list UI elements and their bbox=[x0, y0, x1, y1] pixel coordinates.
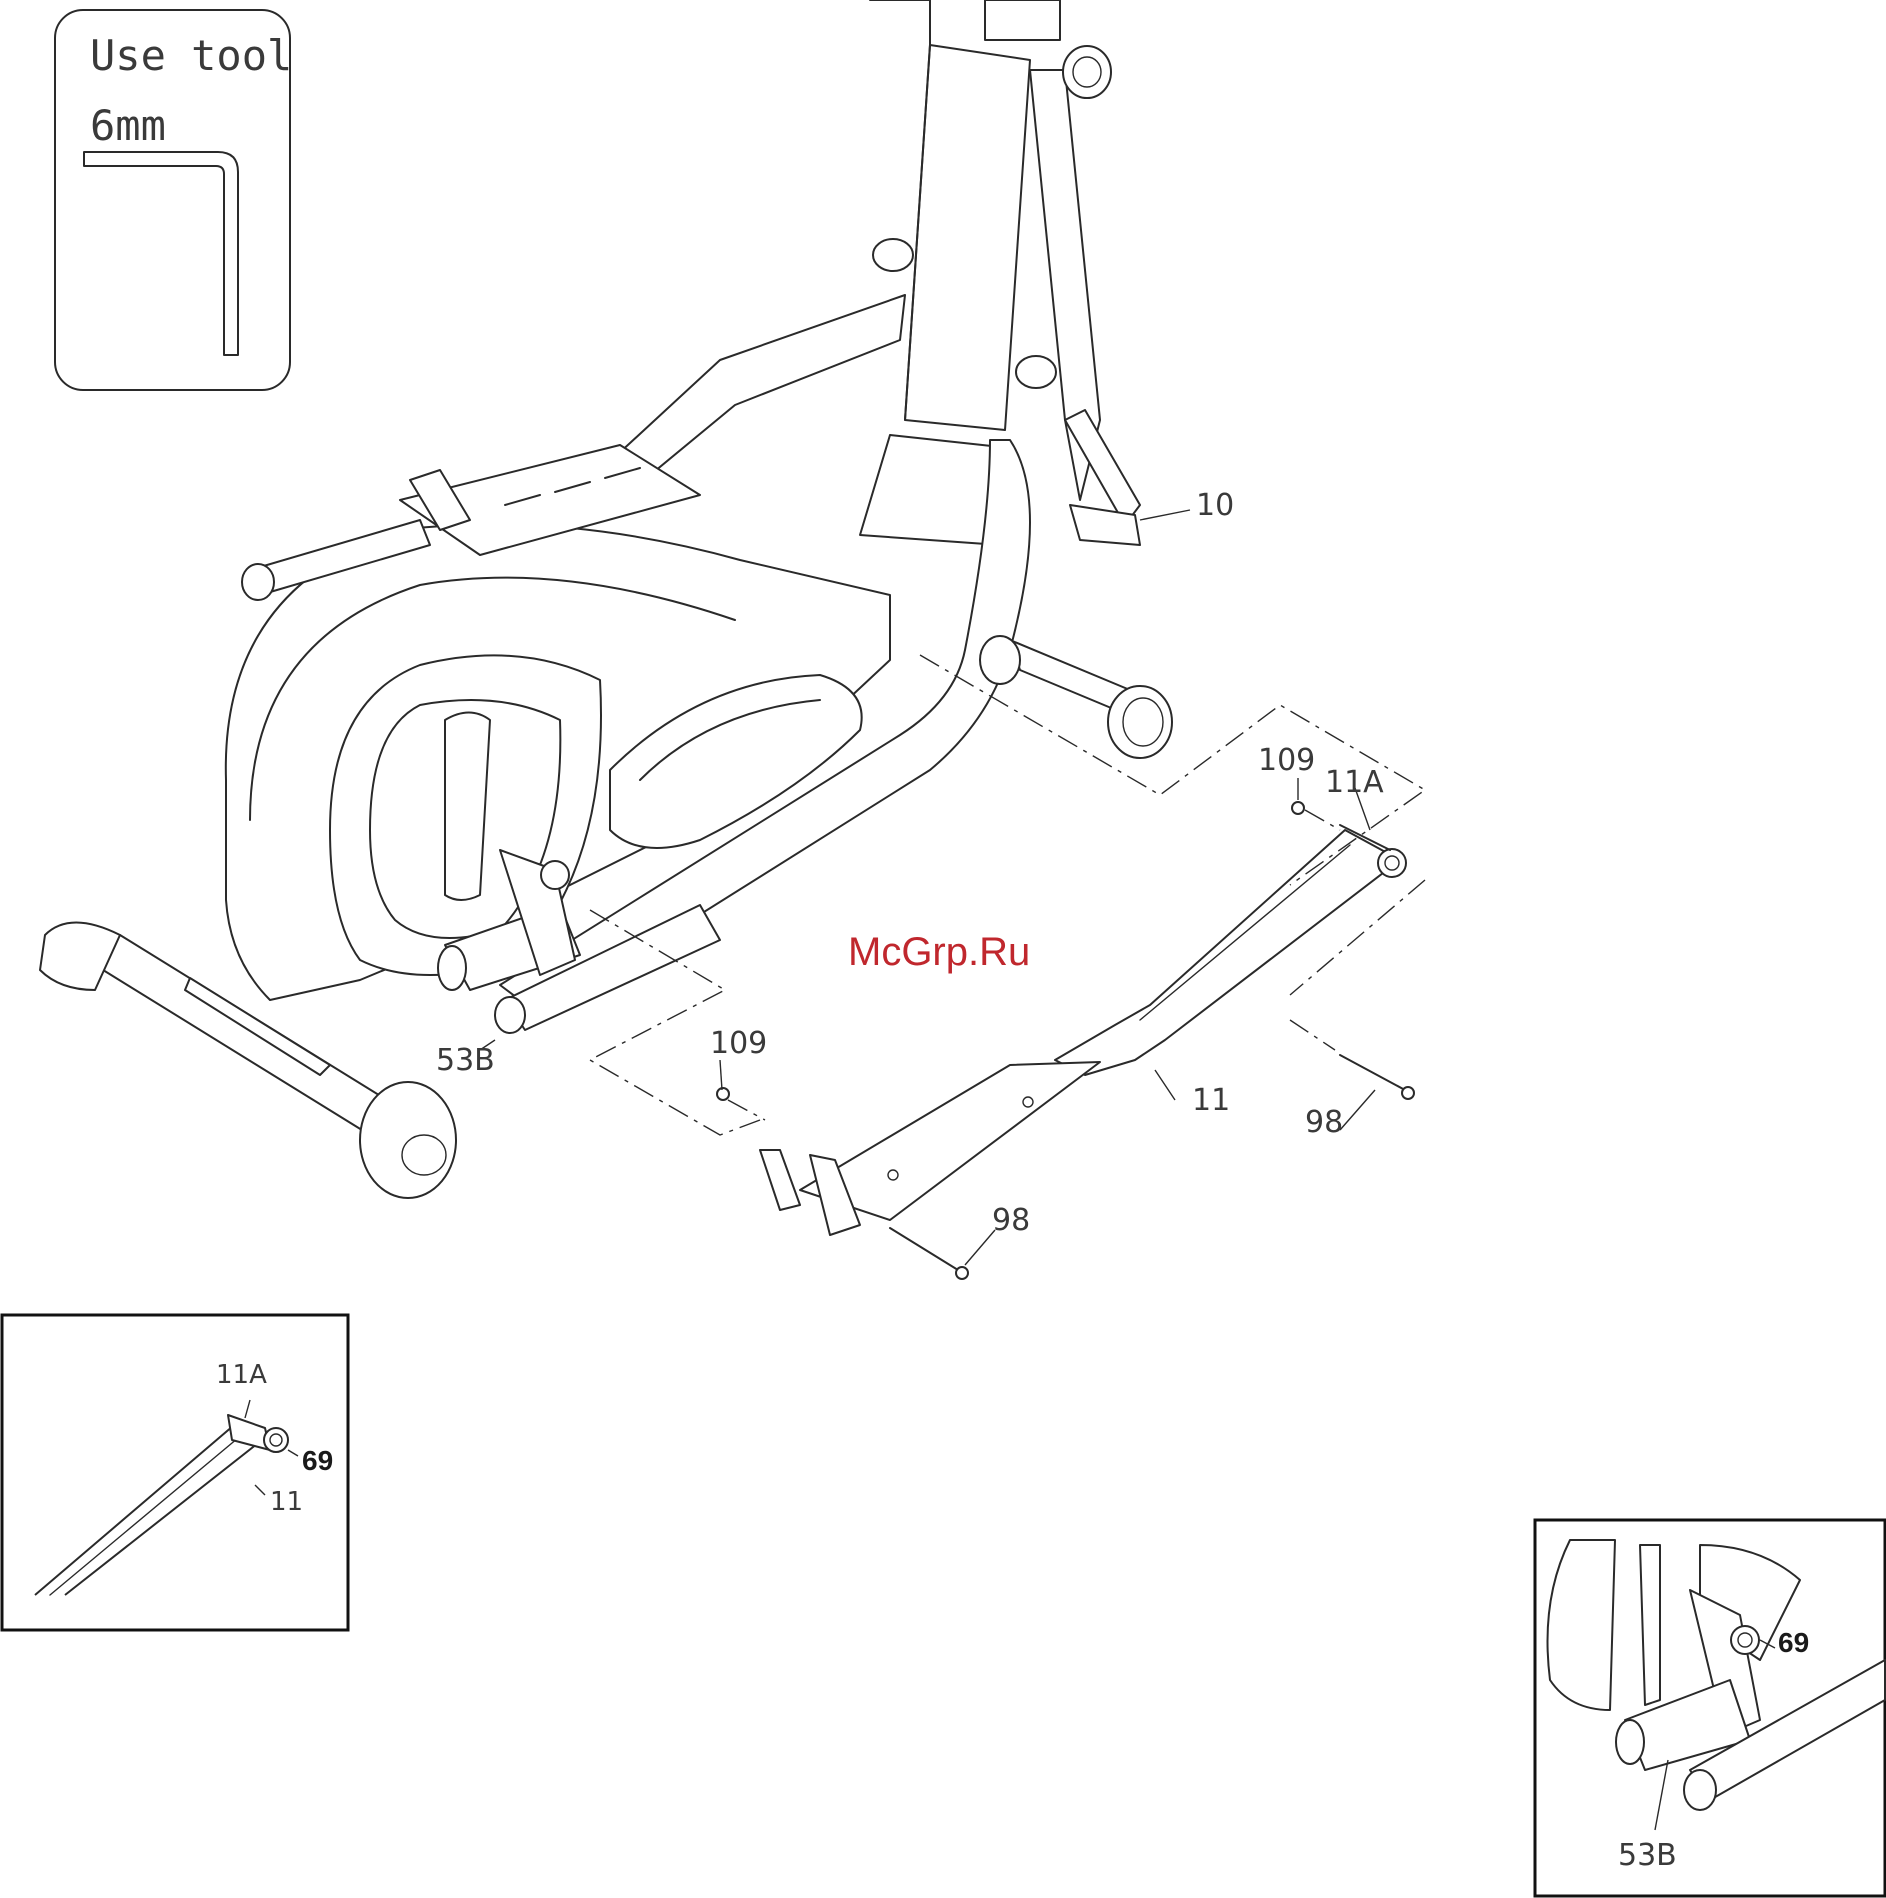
detail-left-69: 69 bbox=[302, 1445, 333, 1476]
callout-109-left: 109 bbox=[710, 1026, 767, 1061]
handle-cap bbox=[1063, 46, 1111, 98]
adjust-knob bbox=[873, 239, 913, 271]
bolt-98-right bbox=[1340, 1055, 1414, 1099]
allen-key-icon bbox=[84, 152, 238, 355]
detail-right: 69 53B bbox=[1535, 1520, 1885, 1896]
nut-109-right bbox=[1292, 802, 1304, 814]
detail-left: 11A 69 11 bbox=[2, 1315, 348, 1630]
bushing-69 bbox=[264, 1428, 288, 1452]
watermark: McGrp.Ru bbox=[848, 930, 1030, 974]
callout-10: 10 bbox=[1196, 488, 1234, 523]
elliptical-machine bbox=[40, 0, 1172, 1198]
callout-98-bottom: 98 bbox=[992, 1203, 1030, 1238]
tool-text-line1: Use tool bbox=[90, 31, 292, 80]
callout-109-right: 109 bbox=[1258, 743, 1315, 778]
detail-right-53b: 53B bbox=[1618, 1838, 1677, 1873]
detail-right-69: 69 bbox=[1778, 1627, 1809, 1658]
callout-11: 11 bbox=[1192, 1083, 1230, 1118]
bushing-69 bbox=[1731, 1626, 1759, 1654]
pedal-arm-11 bbox=[760, 825, 1406, 1235]
bolt-98-bottom bbox=[890, 1228, 968, 1279]
adjust-knob bbox=[1016, 356, 1056, 388]
callout-98-right: 98 bbox=[1305, 1105, 1343, 1140]
detail-left-11a: 11A bbox=[216, 1360, 267, 1390]
front-wheel bbox=[360, 1082, 456, 1198]
nut-109-left bbox=[717, 1088, 729, 1100]
bushing-11A bbox=[1378, 849, 1406, 877]
tool-text-line2: 6mm bbox=[90, 101, 166, 150]
detail-left-11: 11 bbox=[270, 1487, 303, 1517]
callout-53b: 53B bbox=[436, 1043, 495, 1078]
tool-box: Use tool 6mm bbox=[55, 10, 292, 390]
callout-11a: 11A bbox=[1325, 765, 1384, 800]
